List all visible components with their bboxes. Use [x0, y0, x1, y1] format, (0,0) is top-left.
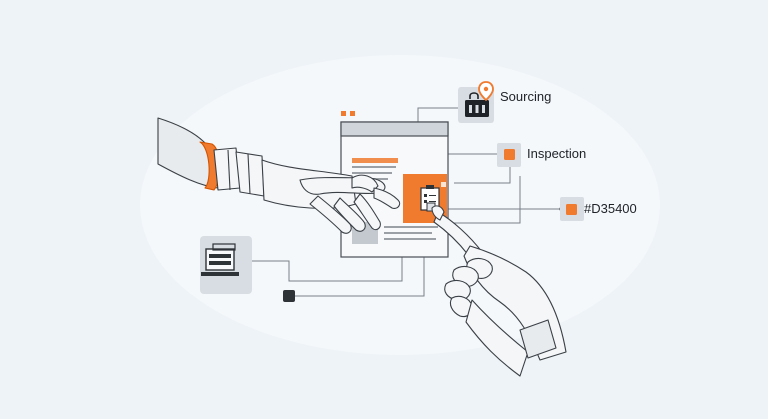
window-dot	[350, 111, 355, 116]
content-line	[352, 158, 398, 163]
connector-node	[294, 257, 425, 297]
sourcing-tile	[458, 81, 494, 123]
window-dot	[341, 111, 346, 116]
connector-inspection-down	[454, 166, 511, 184]
orange-square-icon	[566, 204, 577, 215]
orange-square-icon	[504, 149, 515, 160]
content-line	[384, 226, 438, 228]
laptop-tile	[200, 236, 252, 294]
clipboard-checklist-icon	[420, 185, 440, 212]
hex-code-label: #D35400	[584, 201, 637, 216]
content-line	[384, 232, 432, 234]
inspection-label: Inspection	[527, 146, 587, 161]
connector-right-long	[444, 176, 521, 224]
content-line	[384, 238, 436, 240]
content-line	[352, 166, 396, 168]
connector-laptop	[246, 257, 403, 282]
hex-code-tile	[560, 197, 584, 221]
laptop-icon	[201, 243, 239, 276]
sourcing-label: Sourcing	[500, 89, 552, 104]
dark-square-icon	[283, 290, 295, 302]
left-robot-arm	[157, 117, 401, 234]
right-robot-hand	[431, 205, 567, 377]
content-line	[352, 172, 392, 174]
inspection-tile	[497, 143, 521, 167]
shopping-basket-location-pin-icon	[465, 81, 494, 117]
